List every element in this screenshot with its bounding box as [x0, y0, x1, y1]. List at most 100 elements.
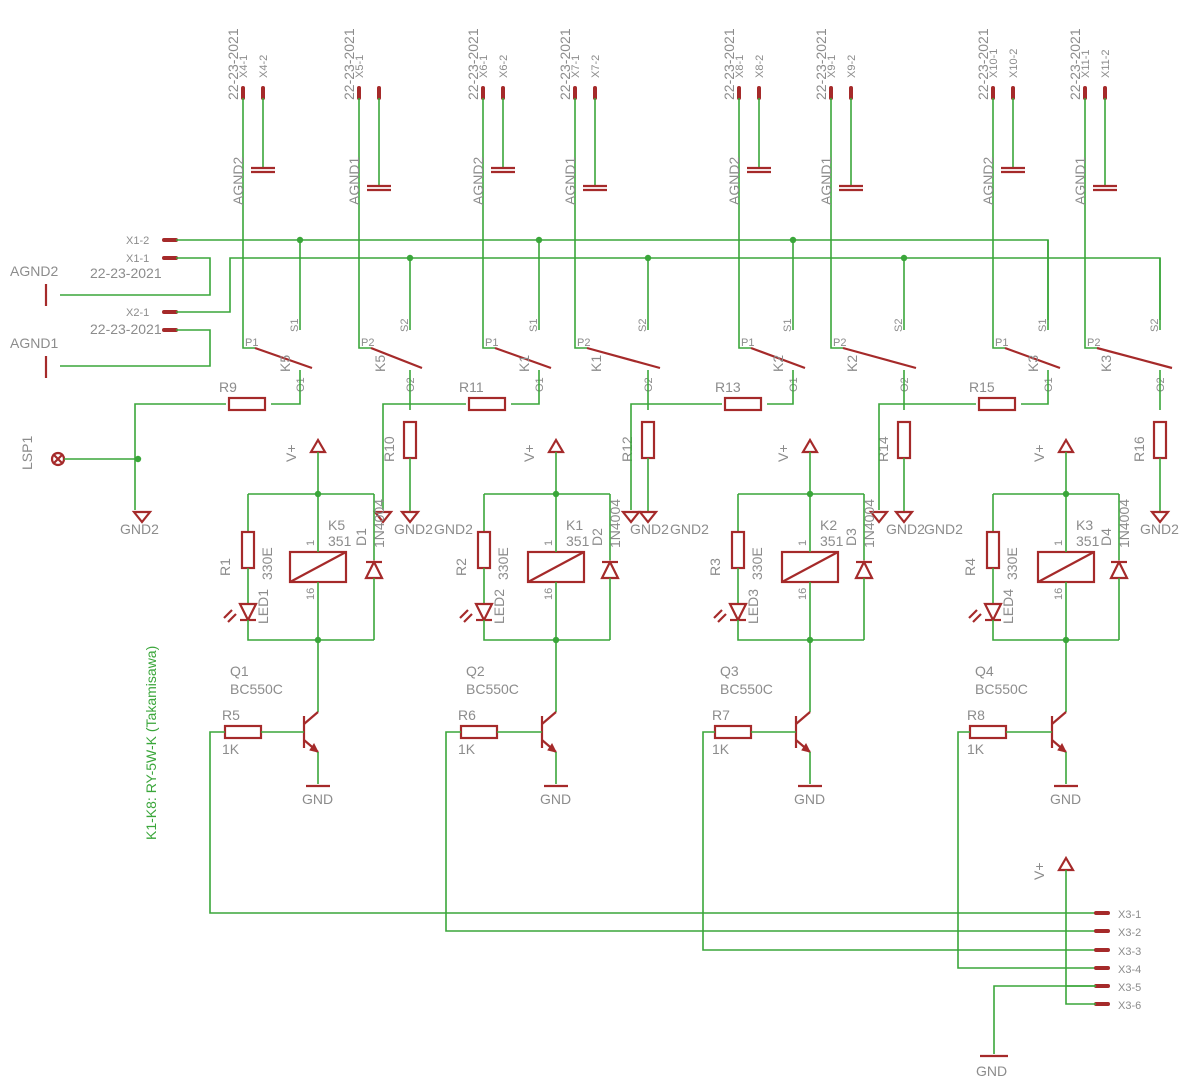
gnd2-label: GND2 — [630, 521, 669, 537]
resistor-symbol — [977, 396, 1017, 412]
diode-icon — [600, 559, 620, 580]
supply-arrow-icon — [1057, 437, 1075, 454]
relay-contact-label: K5 — [277, 355, 293, 372]
relay-value: 351 — [820, 533, 844, 549]
gnd2-label: GND2 — [434, 521, 473, 537]
relay-contact-switch — [842, 346, 917, 370]
relay-contact-switch — [750, 346, 806, 370]
wire — [482, 98, 495, 349]
transistor-label: Q4 — [975, 663, 994, 679]
contact-label: S1 — [528, 319, 540, 332]
transistor-symbol — [1051, 711, 1067, 725]
transistor-label: Q3 — [720, 663, 739, 679]
led-icon — [728, 602, 748, 623]
contact-label: O2 — [1155, 377, 1167, 392]
resistor-symbol — [713, 724, 753, 740]
diode-value: 1N4004 — [607, 499, 623, 548]
resistor-symbol — [459, 724, 499, 740]
resistor-value: 330E — [1004, 547, 1020, 580]
wire — [247, 620, 374, 641]
connector-pin-label: X10-1 — [988, 49, 1000, 78]
resistor-label: R7 — [712, 707, 730, 723]
connector-pin-label: X4-1 — [238, 55, 250, 78]
supply-label: V+ — [775, 444, 791, 462]
resistor-label: R10 — [381, 436, 397, 462]
led-label: LED1 — [255, 589, 271, 624]
connector-pin-label: X4-2 — [258, 55, 270, 78]
relay-contact-switch — [586, 346, 661, 370]
connector-label: X3-4 — [1118, 964, 1141, 976]
connector-pin-label: X10-2 — [1008, 49, 1020, 78]
connector-label: X2-1 — [126, 307, 149, 319]
wire — [382, 403, 466, 510]
agnd-label: AGND1 — [818, 157, 834, 205]
wire — [358, 98, 371, 349]
ground-triangle-icon — [868, 510, 890, 524]
pole-label: P2 — [1087, 337, 1100, 349]
pole-label: P1 — [245, 337, 258, 349]
resistor-value: 330E — [749, 547, 765, 580]
lsp-label: LSP1 — [19, 436, 35, 470]
relay-value: 351 — [1076, 533, 1100, 549]
diode-icon — [364, 559, 384, 580]
connector-label: X1-2 — [126, 235, 149, 247]
relay-label: K3 — [1076, 517, 1093, 533]
wire — [483, 620, 610, 641]
agnd-label: AGND1 — [346, 157, 362, 205]
gnd-label: GND — [794, 791, 825, 807]
pole-label: P1 — [485, 337, 498, 349]
agnd-label: AGND1 — [10, 335, 58, 351]
resistor-label: R6 — [458, 707, 476, 723]
relay-value: 351 — [328, 533, 352, 549]
wire — [630, 403, 722, 510]
resistor-symbol — [730, 530, 746, 570]
connector-date-label: 22-23-2021 — [975, 28, 991, 100]
transistor-emitter-arrow — [801, 743, 811, 753]
connector-pin-label: X6-2 — [498, 55, 510, 78]
pole-label: P1 — [995, 337, 1008, 349]
supply-arrow-icon — [309, 437, 327, 454]
resistor-label: R12 — [619, 436, 635, 462]
diode-label: D4 — [1098, 528, 1114, 546]
relay-coil-symbol — [781, 551, 839, 583]
wire — [992, 98, 1005, 349]
transistor-label: Q1 — [230, 663, 249, 679]
contact-label: O2 — [899, 377, 911, 392]
gnd2-label: GND2 — [1140, 521, 1179, 537]
connector-label: X3-6 — [1118, 1000, 1141, 1012]
control-bus-wire — [702, 731, 1096, 951]
wire — [878, 403, 976, 510]
ground-triangle-icon — [637, 510, 659, 524]
pole-label: P2 — [361, 337, 374, 349]
resistor-value: 1K — [712, 741, 730, 757]
wire — [830, 98, 843, 349]
resistor-label: R15 — [969, 379, 995, 395]
pole-label: P1 — [741, 337, 754, 349]
wire — [992, 620, 1119, 641]
gnd2-label: GND2 — [394, 521, 433, 537]
led-light-icon — [227, 613, 237, 623]
relay-label: K5 — [328, 517, 345, 533]
resistor-value: 1K — [458, 741, 476, 757]
relay-contact-label: K5 — [372, 355, 388, 372]
relay-value: 351 — [566, 533, 590, 549]
agnd-label: AGND2 — [726, 157, 742, 205]
coil-pin-label: 16 — [797, 588, 809, 600]
resistor-label: R8 — [967, 707, 985, 723]
connector-label: X3-1 — [1118, 909, 1141, 921]
relay-coil-symbol — [1037, 551, 1095, 583]
wire — [1084, 98, 1097, 349]
gnd2-label: GND2 — [670, 521, 709, 537]
connector-date-label: 22-23-2021 — [813, 28, 829, 100]
agnd-label: AGND1 — [1072, 157, 1088, 205]
gnd2-label: GND2 — [924, 521, 963, 537]
gnd-label: GND — [540, 791, 571, 807]
connector-pin-label: X11-1 — [1080, 49, 1092, 78]
resistor-label: R16 — [1131, 436, 1147, 462]
agnd-label: AGND1 — [562, 157, 578, 205]
resistor-symbol — [1152, 420, 1168, 460]
led-light-icon — [459, 609, 469, 619]
wire — [60, 329, 211, 367]
diode-icon — [1109, 559, 1129, 580]
connector-date-label: 22-23-2021 — [341, 28, 357, 100]
